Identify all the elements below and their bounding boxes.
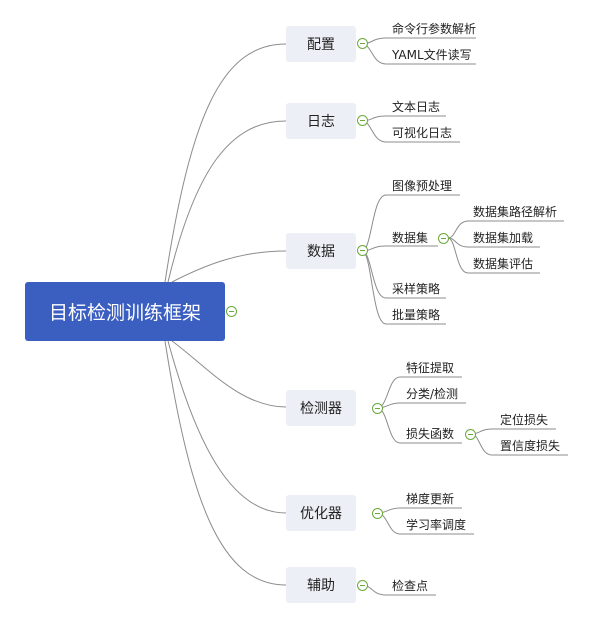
branch-optimizer[interactable]: 优化器 [286,495,356,531]
collapse-toggle-icon[interactable] [357,115,368,126]
branch-config-label: 配置 [307,37,335,53]
collapse-toggle-icon[interactable] [357,245,368,256]
leaf-cli-args[interactable]: 命令行参数解析 [392,22,477,36]
link-root-data [171,250,287,283]
collapse-toggle-icon[interactable] [438,233,449,244]
leaf-dataset-eval[interactable]: 数据集评估 [473,257,534,271]
leaf-yaml-io[interactable]: YAML文件读写 [392,48,472,62]
branch-detector-label: 检测器 [300,401,342,417]
branch-aux-label: 辅助 [307,578,335,594]
branch-aux[interactable]: 辅助 [286,567,356,603]
leaf-checkpoint[interactable]: 检查点 [392,579,429,593]
leaf-dataset-path[interactable]: 数据集路径解析 [473,205,558,219]
leaf-batching[interactable]: 批量策略 [392,308,441,322]
branch-data-label: 数据 [307,244,335,260]
link-root-aux [164,340,287,586]
leaf-dataset-load[interactable]: 数据集加载 [473,231,534,245]
link-root-optimizer [167,340,287,514]
branch-optimizer-label: 优化器 [300,506,342,522]
branch-detector[interactable]: 检测器 [286,390,356,426]
link-root-config [164,43,287,283]
link-root-log [167,120,287,283]
leaf-dataset[interactable]: 数据集 [392,231,429,245]
branch-log-label: 日志 [307,114,335,130]
collapse-toggle-icon[interactable] [357,580,368,591]
link-root-detector [171,340,287,408]
leaf-conf-loss[interactable]: 置信度损失 [500,439,561,453]
branch-data[interactable]: 数据 [286,233,356,269]
branch-log[interactable]: 日志 [286,103,356,139]
leaf-text-log[interactable]: 文本日志 [392,100,441,114]
leaf-lr-schedule[interactable]: 学习率调度 [406,518,467,532]
root-node[interactable]: 目标检测训练框架 [25,282,225,341]
root-label: 目标检测训练框架 [48,302,201,324]
leaf-cls-det[interactable]: 分类/检测 [406,387,459,401]
collapse-toggle-icon[interactable] [465,429,476,440]
leaf-sampling[interactable]: 采样策略 [392,282,441,296]
leaf-preprocess[interactable]: 图像预处理 [392,179,453,193]
leaf-loc-loss[interactable]: 定位损失 [500,413,549,427]
leaf-loss[interactable]: 损失函数 [406,427,455,441]
collapse-toggle-icon[interactable] [372,403,383,414]
leaf-feature[interactable]: 特征提取 [406,361,455,375]
collapse-toggle-icon[interactable] [357,38,368,49]
branch-config[interactable]: 配置 [286,26,356,62]
collapse-toggle-icon[interactable] [372,508,383,519]
leaf-grad-update[interactable]: 梯度更新 [406,492,455,506]
collapse-toggle-icon[interactable] [226,306,237,317]
leaf-visual-log[interactable]: 可视化日志 [392,126,453,140]
